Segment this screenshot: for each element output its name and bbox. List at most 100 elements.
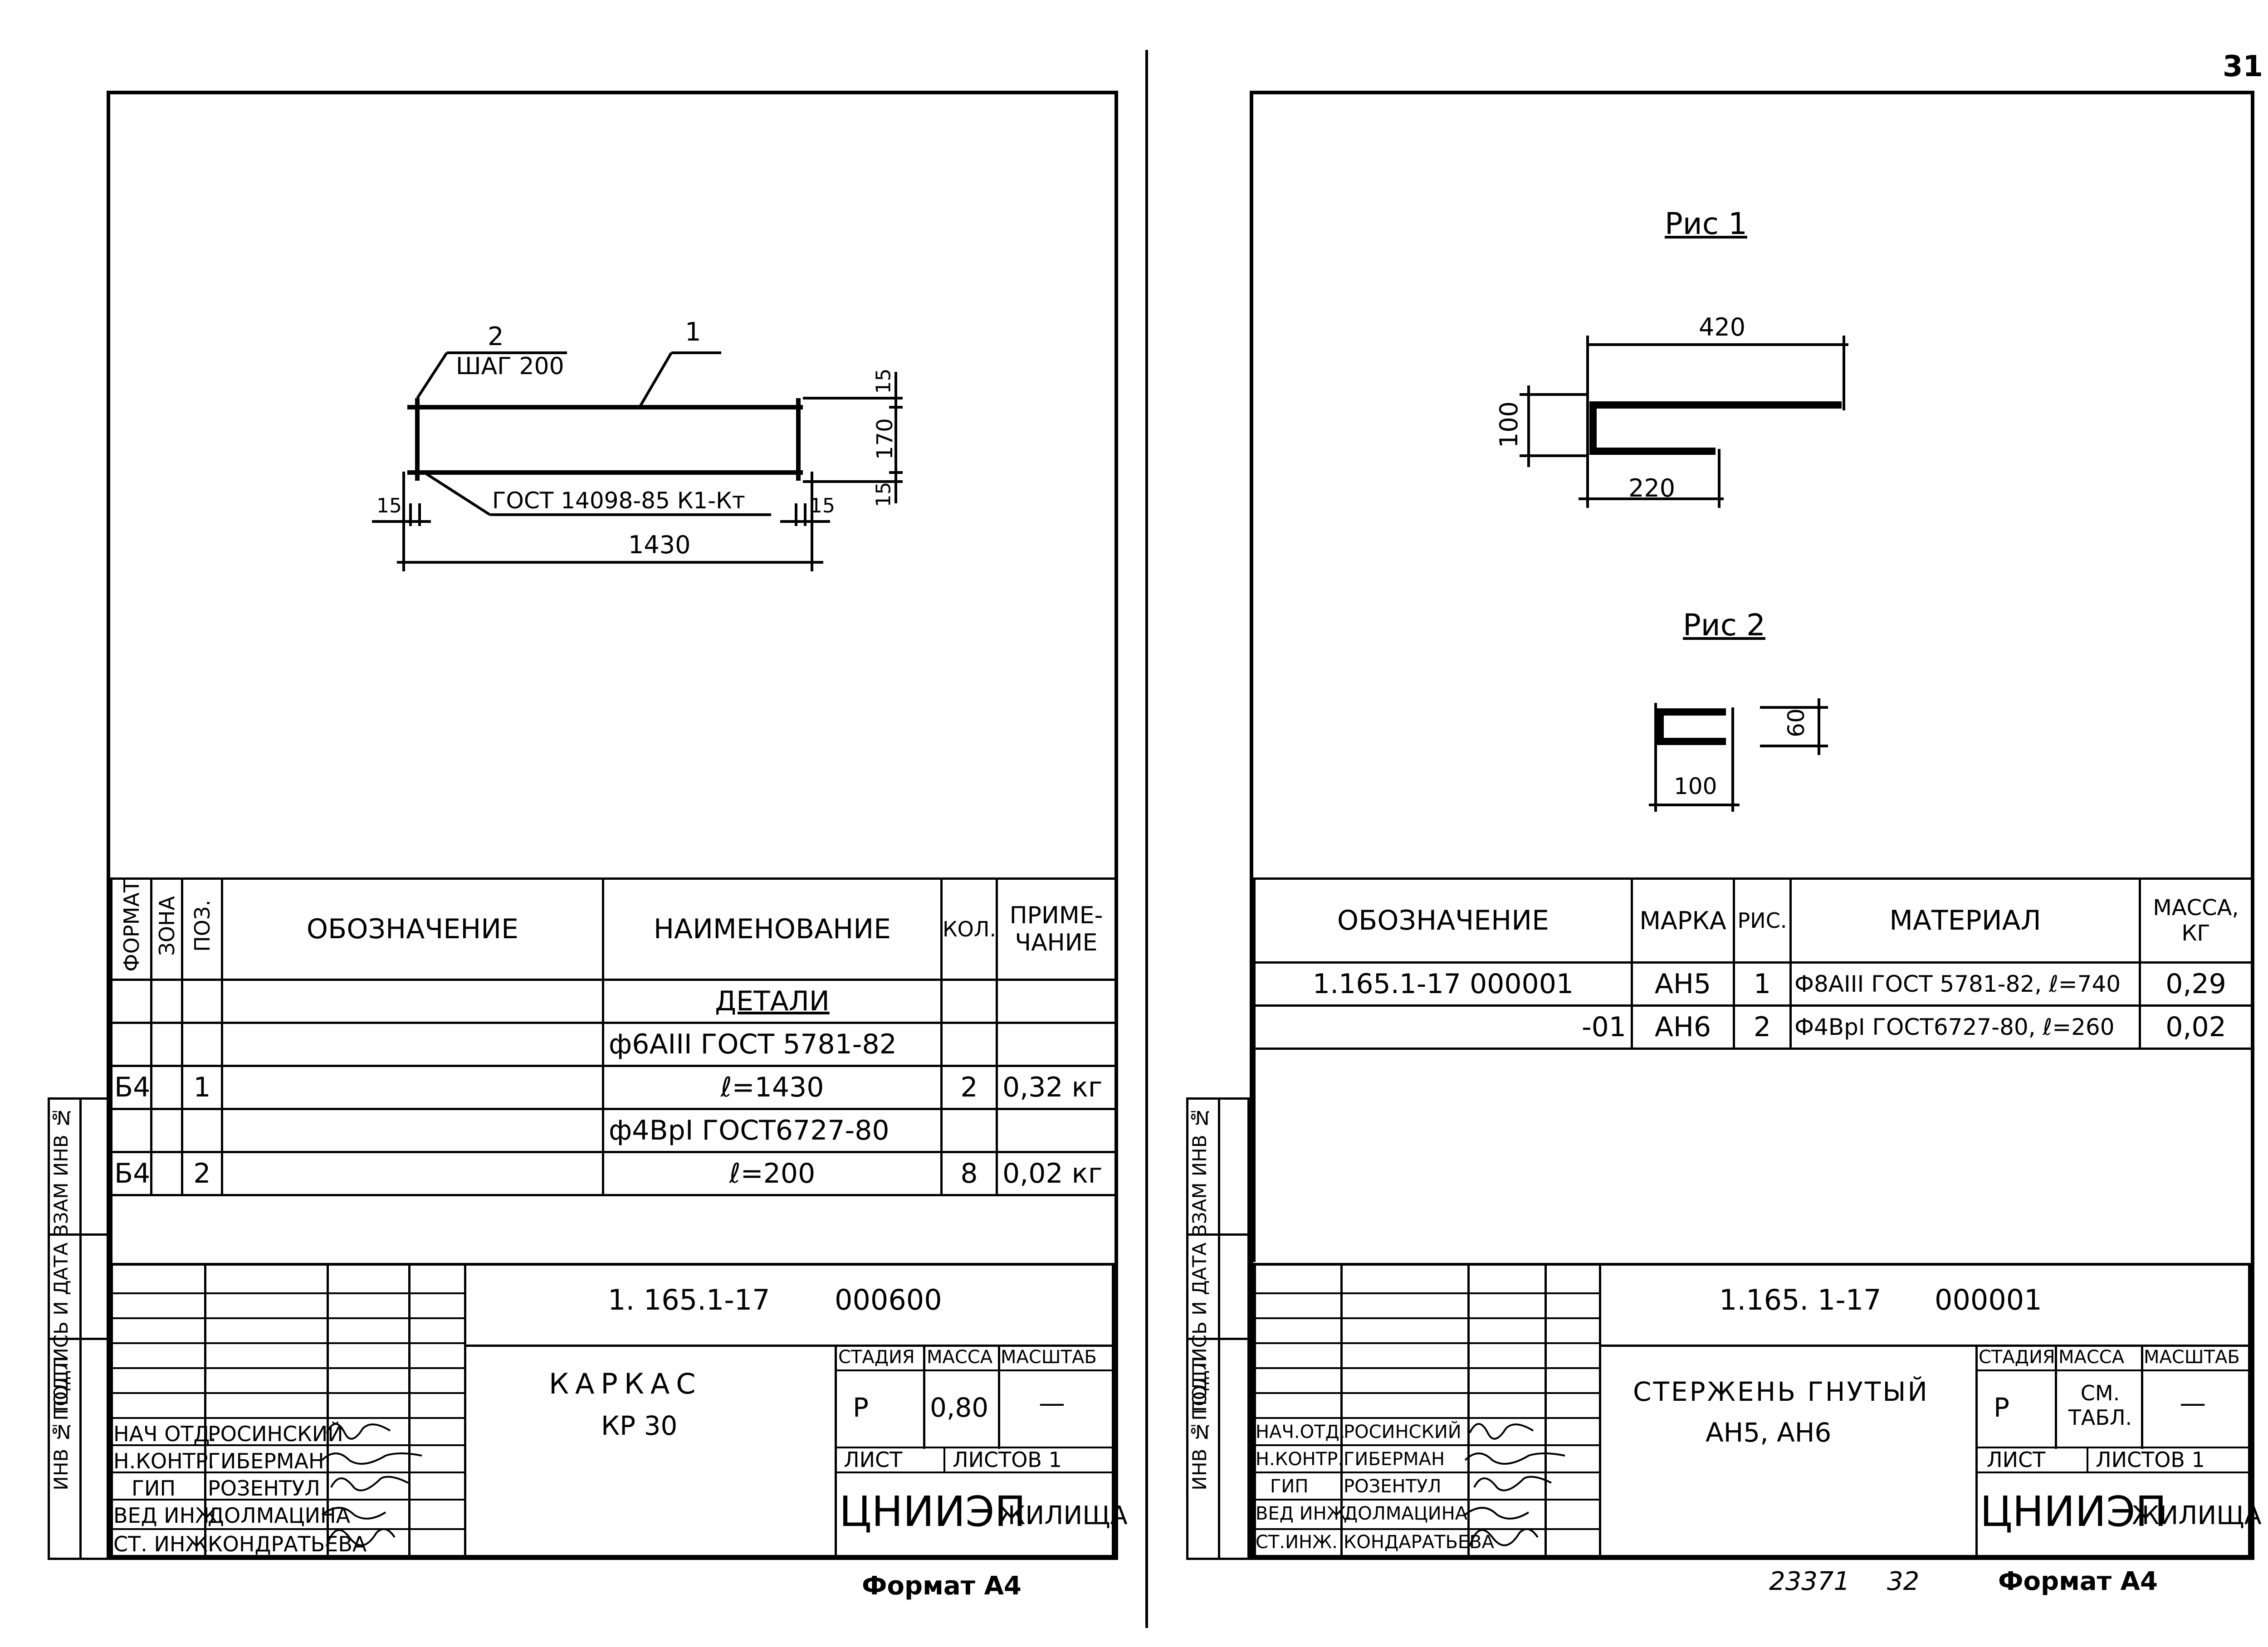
right-stage-value: Р bbox=[1994, 1392, 2009, 1423]
right-scale-label: МАСШТАБ bbox=[2144, 1347, 2240, 1368]
right-sheets-label: ЛИСТОВ 1 bbox=[2096, 1447, 2205, 1472]
left-stage-label: СТАДИЯ bbox=[838, 1347, 915, 1368]
fig1-dim-100: 100 bbox=[1495, 401, 1524, 448]
left-rebar-drawing bbox=[372, 351, 903, 571]
left-sheets-label: ЛИСТОВ 1 bbox=[953, 1447, 1062, 1472]
right-format-label: Формат А4 bbox=[1998, 1567, 2158, 1596]
center-divider bbox=[1145, 50, 1148, 1628]
right-name-1: ГИБЕРМАН bbox=[1344, 1449, 1445, 1470]
fig1-dim-220: 220 bbox=[1628, 474, 1676, 502]
left-doc-num: 000600 bbox=[835, 1283, 942, 1316]
col-pos-header: ПОЗ. bbox=[181, 877, 223, 981]
right-sheet-label: ЛИСТ bbox=[1987, 1447, 2046, 1472]
right-org-logo: ЦНИИЭП bbox=[1980, 1487, 2167, 1536]
r-col-material-header: МАТЕРИАЛ bbox=[1789, 877, 2141, 964]
left-org-logo: ЦНИИЭП bbox=[839, 1487, 1026, 1536]
right-mass-value: СМ. ТАБЛ. bbox=[2068, 1381, 2132, 1430]
right-doc-code: 1.165. 1-17 bbox=[1719, 1283, 1882, 1316]
col-note-header: ПРИМЕ-ЧАНИЕ bbox=[996, 877, 1117, 981]
left-title-line1: КАРКАС bbox=[549, 1367, 702, 1400]
left-mass-label: МАССА bbox=[927, 1347, 993, 1368]
table-row: ДЕТАЛИ bbox=[110, 978, 1117, 1024]
left-name-1: ГИБЕРМАН bbox=[208, 1449, 324, 1473]
right-name-3: ДОЛМАЦИНА bbox=[1344, 1503, 1468, 1524]
r-stamp-signature-date: ПОДПИСЬ И ДАТА bbox=[1188, 1243, 1211, 1421]
right-org-suffix: ЖИЛИЩА bbox=[2132, 1501, 2262, 1530]
col-designation-header: ОБОЗНАЧЕНИЕ bbox=[221, 877, 604, 981]
col-name-header: НАИМЕНОВАНИЕ bbox=[602, 877, 943, 981]
left-name-4: КОНДРАТЬЕВА bbox=[208, 1532, 367, 1556]
left-name-3: ДОЛМАЦИНА bbox=[208, 1503, 351, 1528]
right-name-0: РОСИНСКИЙ bbox=[1344, 1422, 1461, 1442]
left-signatures bbox=[321, 1423, 422, 1547]
footer-number: 23371 bbox=[1769, 1567, 1850, 1596]
fig1-dim-420: 420 bbox=[1699, 313, 1746, 341]
fig2-dim-60: 60 bbox=[1783, 708, 1809, 737]
left-name-0: РОСИНСКИЙ bbox=[208, 1422, 343, 1446]
left-mass-value: 0,80 bbox=[930, 1392, 989, 1423]
fig2-dim-100: 100 bbox=[1674, 773, 1717, 799]
left-org-suffix: ЖИЛИЩА bbox=[998, 1501, 1128, 1530]
left-role-3: ВЕД ИНЖ. bbox=[113, 1503, 225, 1528]
callout-2-label: 2 bbox=[488, 322, 504, 351]
left-doc-code: 1. 165.1-17 bbox=[608, 1283, 770, 1316]
right-mass-label: МАССА bbox=[2058, 1347, 2125, 1368]
dim-15-mid: 15 bbox=[810, 494, 835, 517]
left-spec-table: ФОРМАТ ЗОНА ПОЗ. ОБОЗНАЧЕНИЕ НАИМЕНОВАНИ… bbox=[110, 877, 1117, 1279]
step-label: ШАГ 200 bbox=[456, 353, 564, 380]
col-zone-header: ЗОНА bbox=[150, 877, 183, 981]
left-sheet-label: ЛИСТ bbox=[844, 1447, 903, 1472]
col-qty-header: КОЛ. bbox=[940, 877, 998, 981]
left-format-label: Формат А4 bbox=[862, 1571, 1022, 1601]
page-number: 31 bbox=[2223, 50, 2263, 83]
left-role-0: НАЧ ОТД. bbox=[113, 1422, 217, 1446]
right-role-2: ГИП bbox=[1270, 1476, 1309, 1497]
right-title-block bbox=[1253, 1263, 2251, 1558]
table-row: 1.165.1-17 000001 АН5 1 Ф8АIII ГОСТ 5781… bbox=[1253, 961, 2253, 1007]
right-role-1: Н.КОНТР. bbox=[1256, 1449, 1344, 1470]
footer-page: 32 bbox=[1887, 1567, 1920, 1596]
r-col-mass-header: МАССА, КГ bbox=[2139, 877, 2253, 964]
right-name-2: РОЗЕНТУЛ bbox=[1344, 1476, 1442, 1497]
table-row: ф4ВрI ГОСТ6727-80 bbox=[110, 1107, 1117, 1153]
right-bent-bars-drawing bbox=[1520, 336, 1848, 812]
stamp-signature-date: ПОДПИСЬ И ДАТА bbox=[50, 1243, 72, 1421]
left-name-2: РОЗЕНТУЛ bbox=[208, 1476, 320, 1501]
r-col-designation-header: ОБОЗНАЧЕНИЕ bbox=[1253, 877, 1633, 964]
right-scale-value: — bbox=[2180, 1388, 2206, 1418]
right-role-0: НАЧ.ОТД. bbox=[1256, 1422, 1345, 1442]
fig2-label: Рис 2 bbox=[1683, 608, 1765, 643]
left-scale-label: МАСШТАБ bbox=[1001, 1347, 1097, 1368]
right-sheet-frame bbox=[1250, 91, 2254, 1560]
left-title-block bbox=[110, 1263, 1114, 1558]
left-role-4: СТ. ИНЖ. bbox=[113, 1532, 215, 1556]
left-role-2: ГИП bbox=[132, 1476, 176, 1501]
right-signatures bbox=[1464, 1423, 1565, 1547]
right-title-line2: АН5, АН6 bbox=[1706, 1417, 1832, 1448]
right-title-line1: СТЕРЖЕНЬ ГНУТЫЙ bbox=[1633, 1376, 1929, 1407]
left-role-1: Н.КОНТР. bbox=[113, 1449, 215, 1473]
right-role-4: СТ.ИНЖ. bbox=[1256, 1532, 1338, 1553]
dim-1430: 1430 bbox=[628, 531, 691, 559]
r-stamp-vzam-inv: ВЗАМ ИНВ № bbox=[1188, 1106, 1211, 1238]
left-scale-value: — bbox=[1039, 1388, 1065, 1418]
table-row: ф6АIII ГОСТ 5781-82 bbox=[110, 1021, 1117, 1067]
gost-note: ГОСТ 14098-85 К1-Кт bbox=[492, 487, 745, 514]
left-stage-value: Р bbox=[853, 1392, 869, 1423]
right-name-4: КОНДАРАТЬЕВА bbox=[1344, 1532, 1495, 1553]
callout-1-label: 1 bbox=[685, 317, 701, 347]
fig1-label: Рис 1 bbox=[1665, 206, 1747, 241]
r-col-fig-header: РИС. bbox=[1733, 877, 1792, 964]
dim-15-left: 15 bbox=[376, 494, 402, 517]
col-format-header: ФОРМАТ bbox=[110, 877, 152, 981]
right-doc-num: 000001 bbox=[1935, 1283, 2042, 1316]
stamp-vzam-inv: ВЗАМ ИНВ № bbox=[50, 1106, 72, 1238]
r-col-mark-header: МАРКА bbox=[1631, 877, 1735, 964]
table-row: -01 АН6 2 Ф4ВрI ГОСТ6727-80, ℓ=260 0,02 bbox=[1253, 1004, 2253, 1050]
left-title-line2: КР 30 bbox=[601, 1410, 678, 1441]
right-role-3: ВЕД ИНЖ. bbox=[1256, 1503, 1352, 1524]
left-sheet-frame bbox=[107, 91, 1118, 1560]
